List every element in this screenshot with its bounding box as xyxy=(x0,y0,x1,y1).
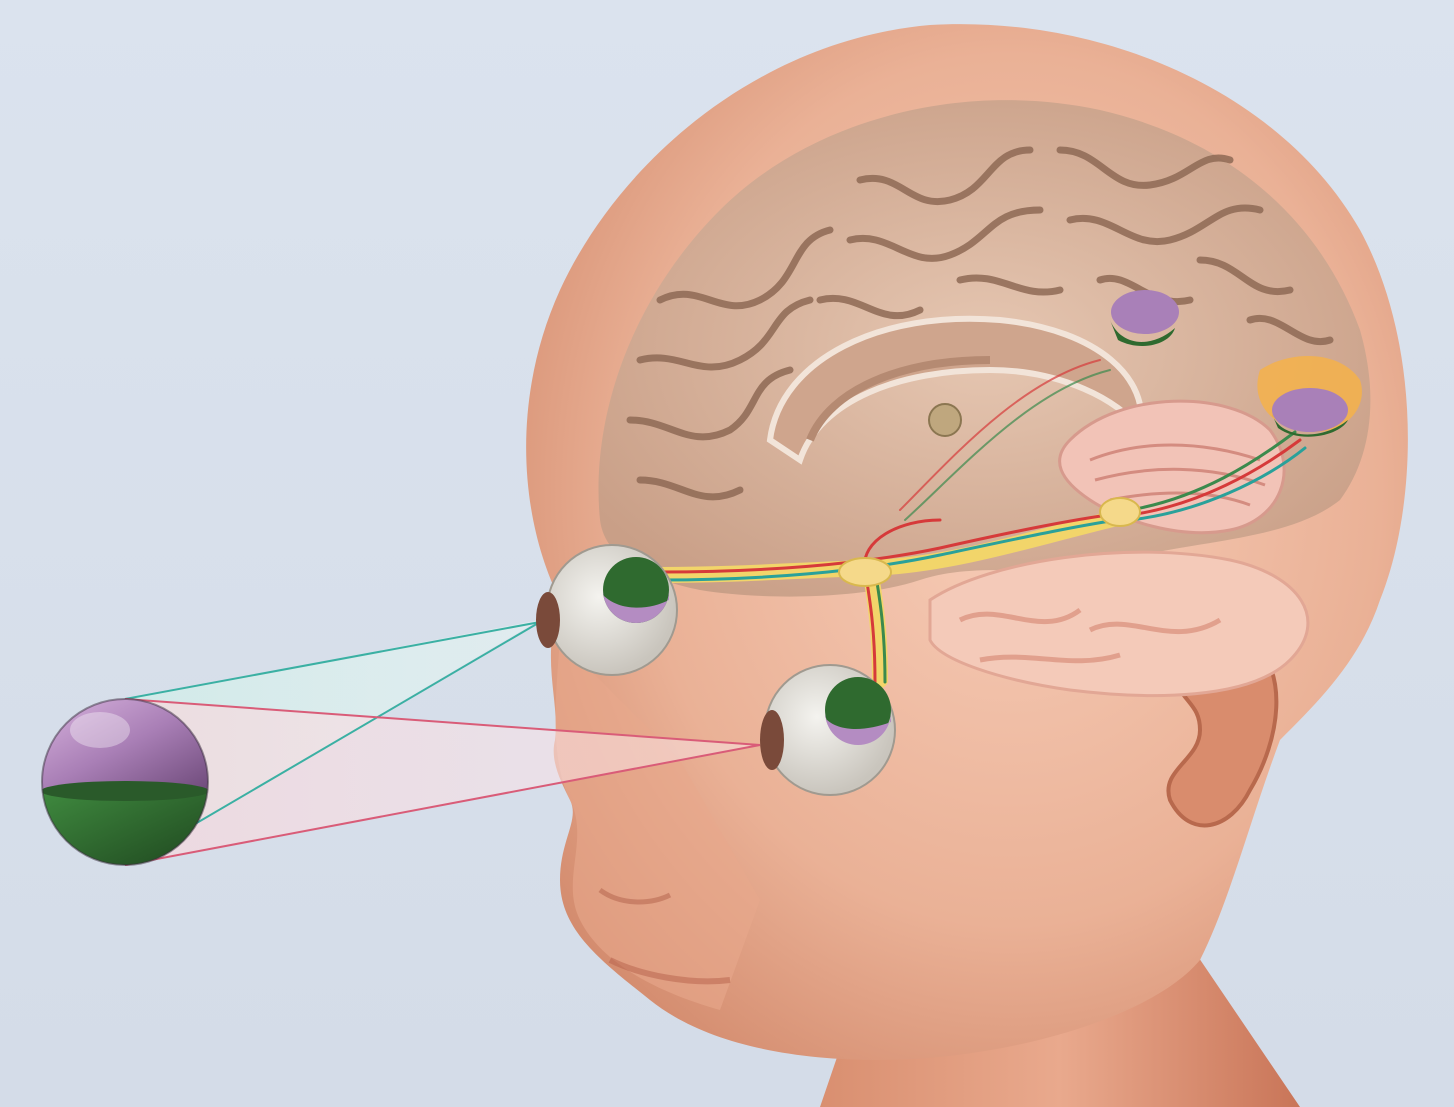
superior-colliculus xyxy=(929,404,961,436)
optic-chiasm xyxy=(839,558,891,586)
lateral-geniculate-nucleus xyxy=(1100,498,1140,526)
